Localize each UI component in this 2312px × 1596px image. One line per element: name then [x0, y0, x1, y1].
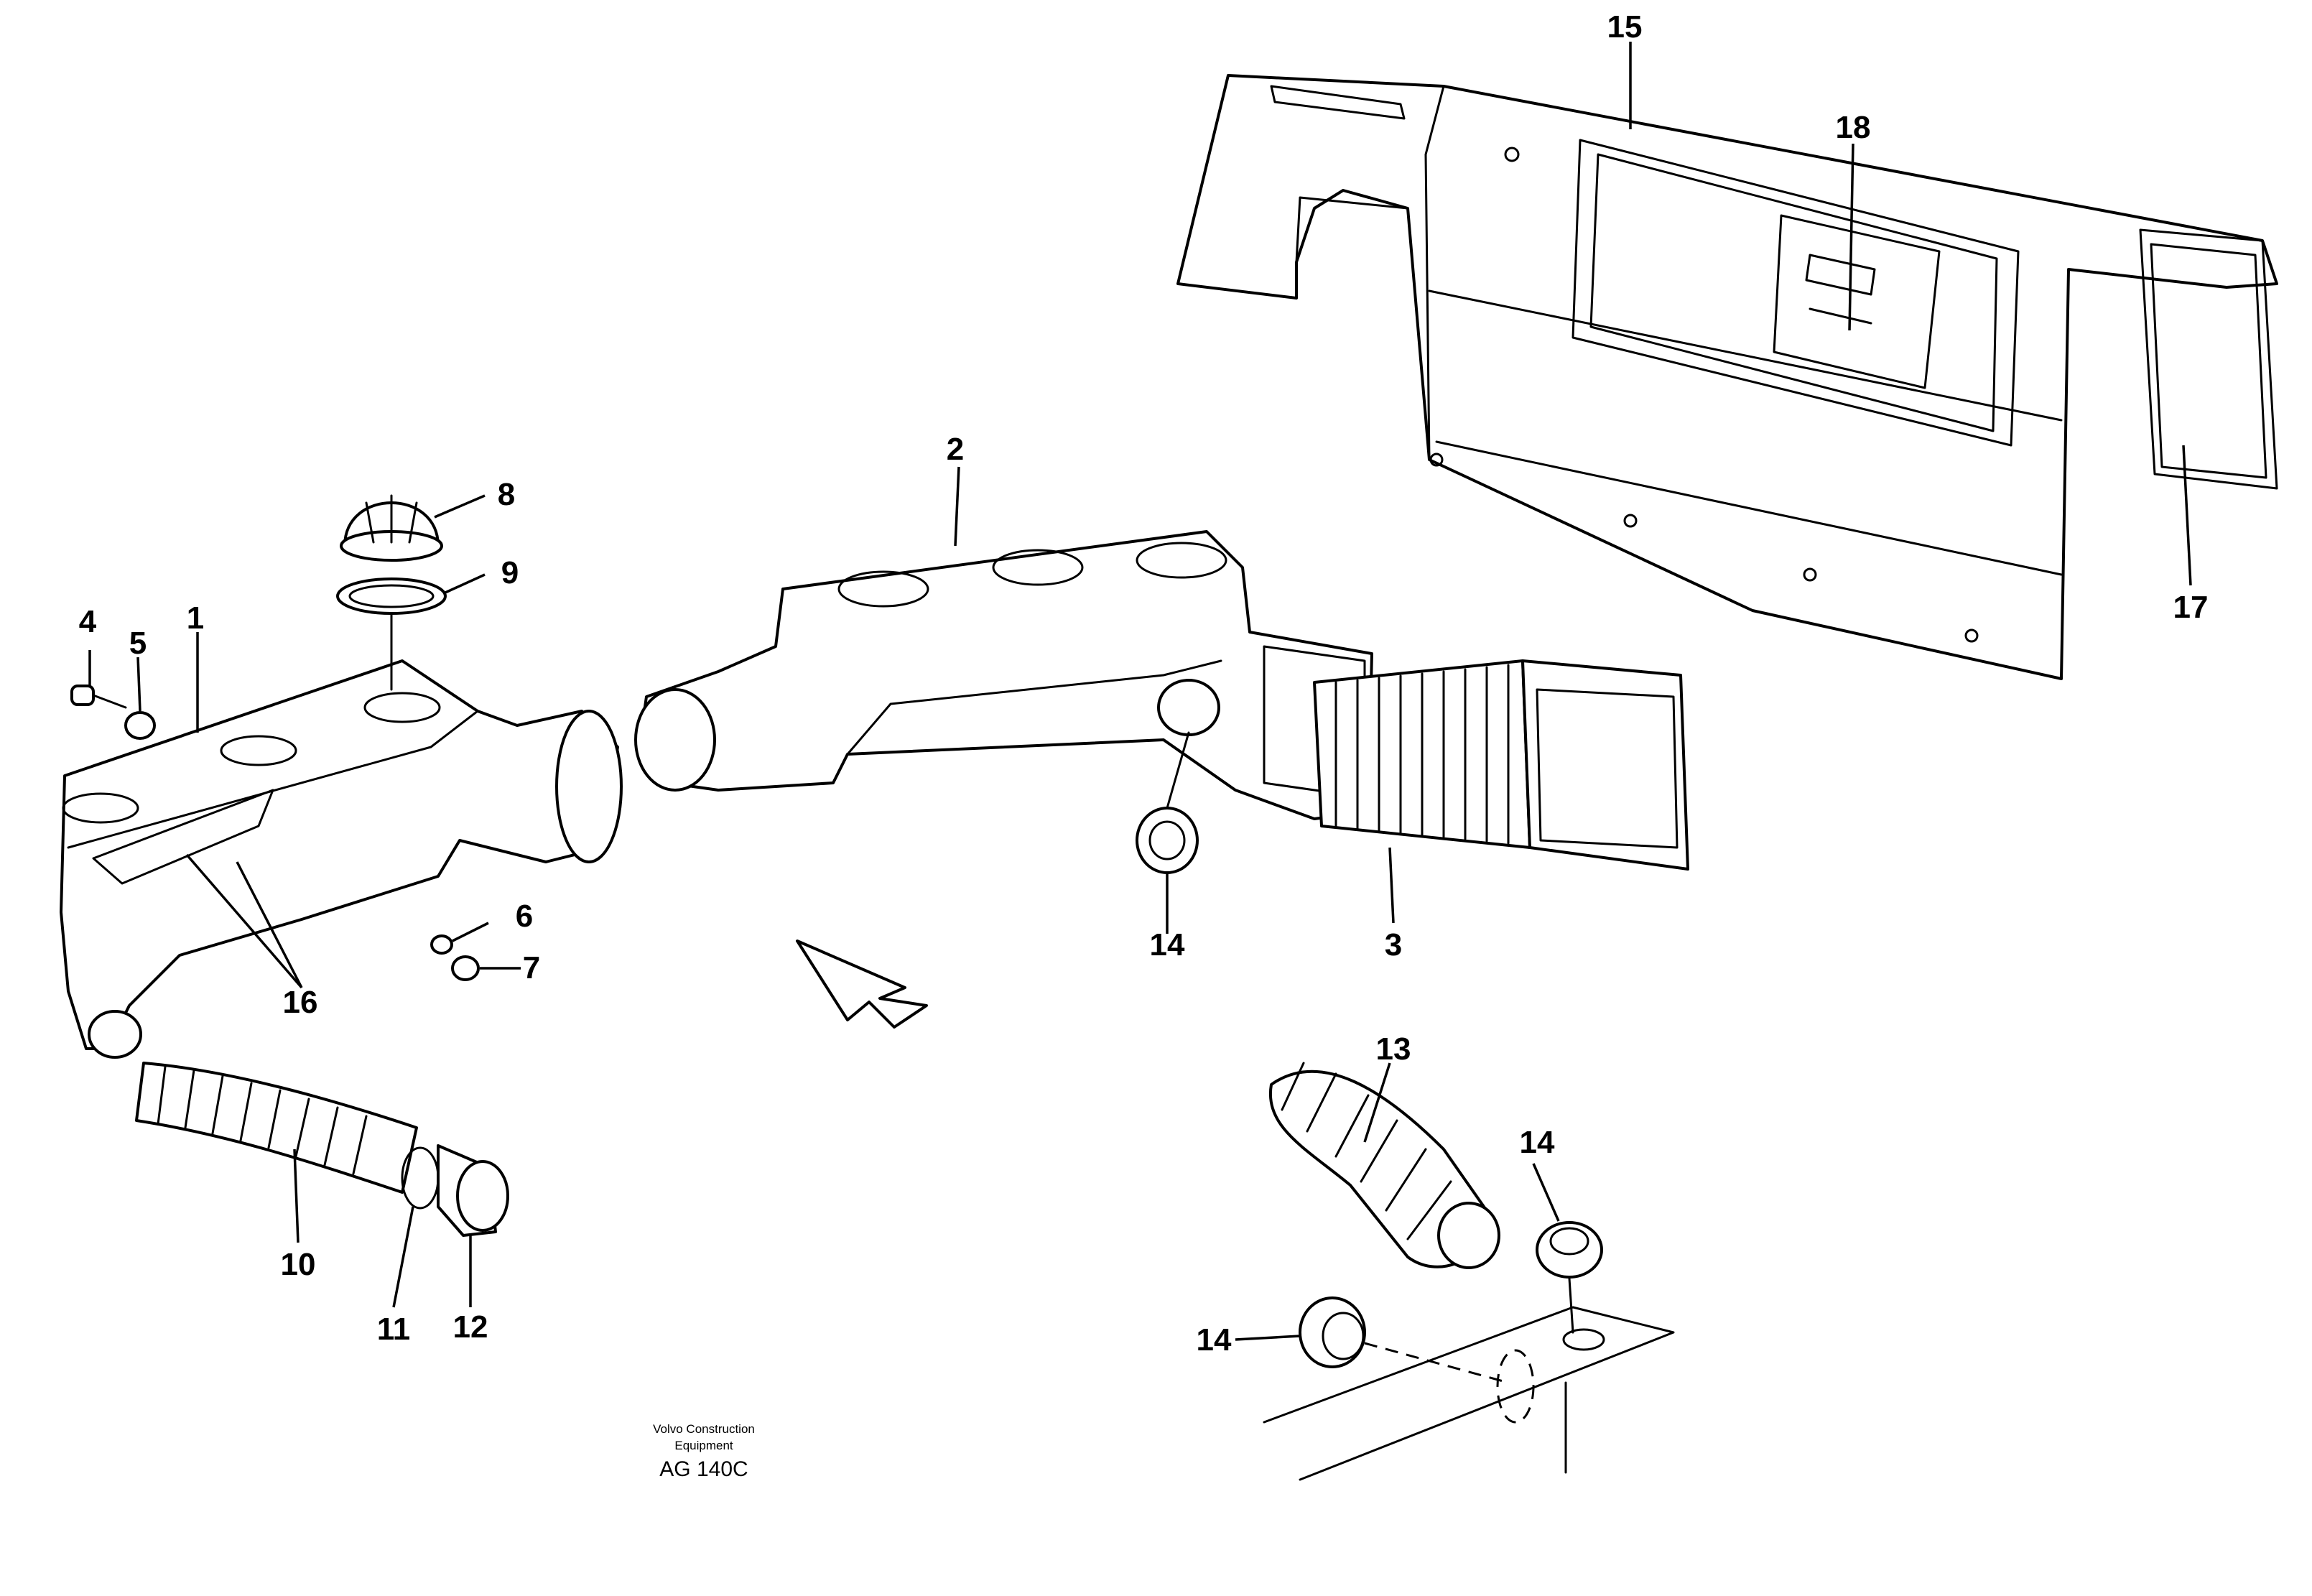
center-air-duct [634, 530, 1373, 820]
callout-7: 7 [523, 950, 540, 985]
callout-14-lower-right: 14 [1520, 1125, 1555, 1160]
nozzle-top [340, 494, 443, 562]
seal-ring [336, 577, 447, 691]
credit-block: Volvo Construction Equipment AG 140C [653, 1422, 755, 1481]
callout-labels: 15 18 17 2 8 9 4 5 1 6 7 16 3 14 10 11 1… [79, 9, 2209, 1358]
callout-4: 4 [79, 604, 97, 639]
lower-panel [1263, 1277, 1675, 1481]
callout-15: 15 [1607, 9, 1643, 45]
screw-and-nut [70, 685, 156, 740]
end-nozzle [437, 1144, 509, 1237]
round-vent-lower-left [1299, 1296, 1366, 1368]
callout-14-lower-left: 14 [1197, 1322, 1232, 1358]
credit-company-line1: Volvo Construction [653, 1422, 755, 1436]
left-air-duct [60, 659, 623, 1059]
dashboard-panel [1176, 74, 2278, 680]
washer-and-nut [430, 934, 480, 981]
round-vent-lower-right [1536, 1221, 1603, 1279]
callout-6: 6 [516, 899, 533, 934]
callout-2: 2 [947, 432, 964, 467]
callout-10: 10 [281, 1247, 316, 1282]
round-vent-center [1136, 731, 1199, 874]
corrugated-hose [1268, 1062, 1500, 1269]
callout-17: 17 [2173, 590, 2209, 625]
view-direction-arrow [796, 939, 928, 1029]
flexible-hose [135, 1062, 418, 1194]
hose-clamp-ring [401, 1146, 440, 1210]
bellows-connector [1313, 659, 1689, 871]
callout-3: 3 [1385, 927, 1402, 962]
callout-1: 1 [187, 600, 204, 636]
callout-9: 9 [501, 555, 519, 590]
callout-16: 16 [283, 985, 318, 1020]
callout-14-center: 14 [1150, 927, 1185, 962]
callout-11: 11 [377, 1312, 411, 1347]
callout-18: 18 [1836, 110, 1871, 145]
credit-company-line2: Equipment [674, 1439, 733, 1452]
credit-figure-code: AG 140C [659, 1457, 748, 1481]
callout-5: 5 [129, 626, 147, 661]
callout-8: 8 [498, 477, 515, 512]
callout-13: 13 [1376, 1031, 1411, 1067]
leader-lines [88, 42, 2192, 1341]
callout-12: 12 [453, 1309, 488, 1345]
